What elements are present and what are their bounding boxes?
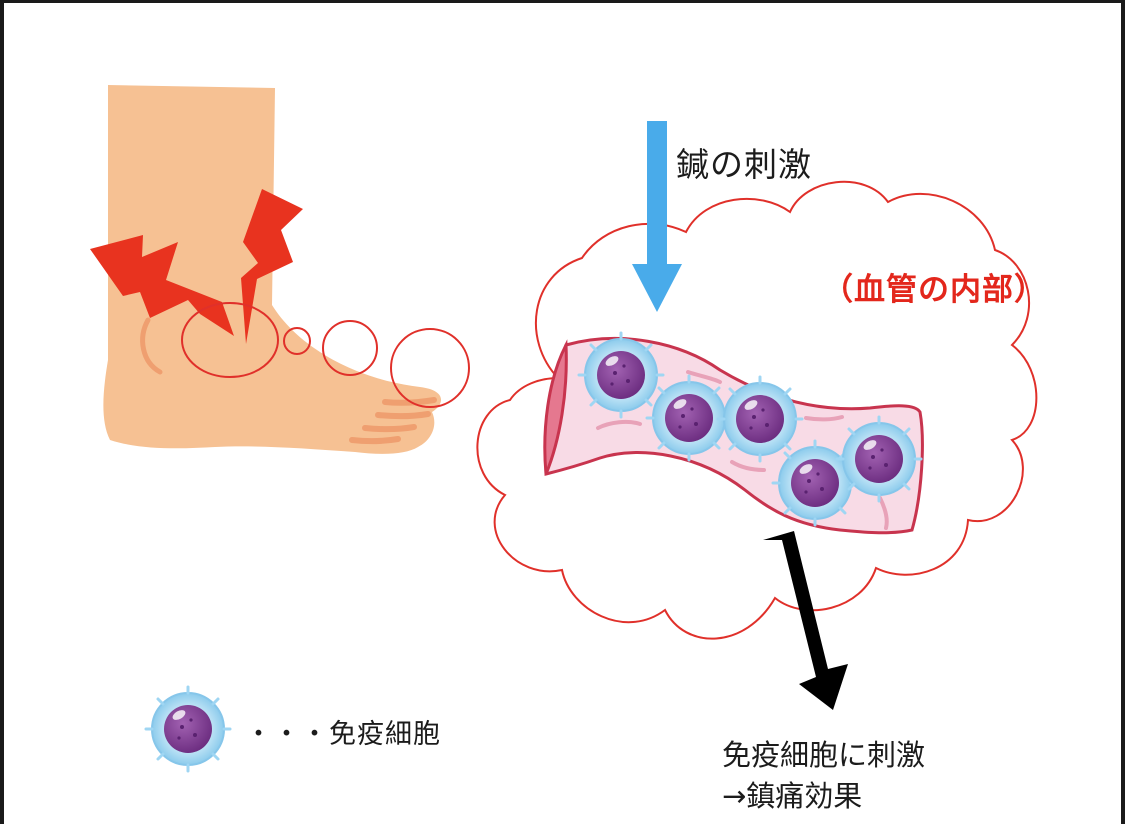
ankle-bone-mark [140,317,163,375]
thought-trail [181,302,470,408]
blood-vessel [543,331,924,535]
immune-cell-icon [835,415,923,503]
needle-stimulus-label: 鍼の刺激 [676,145,812,184]
down-arrow-icon [632,121,682,312]
toe-lines [349,397,437,445]
effect-label-line1: 免疫細胞に刺激 [722,738,926,772]
immune-cell-icon [144,685,232,773]
legend-label: ・・・免疫細胞 [245,712,441,751]
immune-cell-icon [577,331,665,419]
immune-cell-icon [716,375,804,463]
effect-label-line2: →鎮痛効果 [722,779,863,813]
pain-bolt-icon [90,189,303,344]
legend-dots: ・・・ [245,719,329,750]
legend-name: 免疫細胞 [329,719,441,750]
vessel-interior-label: （血管の内部） [822,272,1046,308]
vessel-opening [543,339,568,475]
down-arrow-icon [763,531,848,710]
